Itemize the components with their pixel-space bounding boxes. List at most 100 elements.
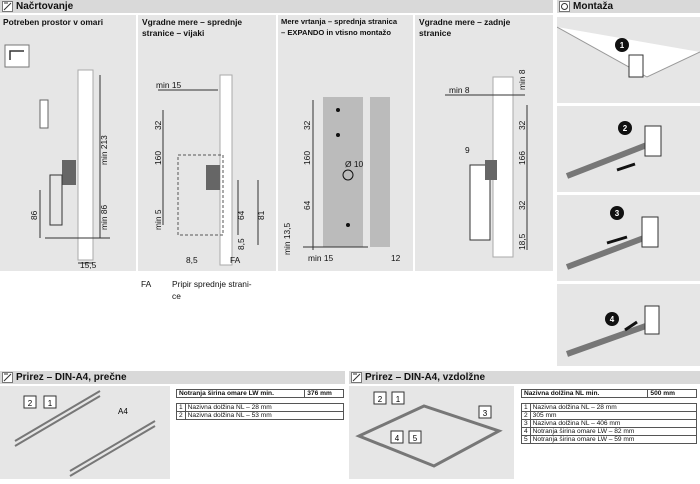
dim-min-15: min 15	[156, 80, 181, 90]
dim-back-166: 166	[517, 151, 527, 165]
step-2-badge: 2	[623, 124, 628, 133]
dim-back-32b: 32	[517, 200, 527, 210]
panel-drill: Mere vrtanja – sprednja stranica – EXPAN…	[278, 15, 413, 271]
step-2-drawing: 2	[565, 121, 662, 179]
panel-front-screws-title-1: Vgradne mere – sprednje	[142, 17, 243, 27]
mounting-header: Montaža	[557, 0, 700, 13]
dim-drill-min-13-5: min 13,5	[282, 223, 292, 255]
mounting-step-1: 1	[556, 17, 700, 103]
cut-long-header: Prirez – DIN-A4, vzdolžne	[349, 371, 700, 384]
dim-drill-min-15: min 15	[308, 253, 333, 263]
dim-drill-64: 64	[302, 200, 312, 210]
cut-cross-label-2: 2	[28, 399, 33, 408]
drill-drawing: 32 160 64 Ø 10 min 13,5 min 15 12	[282, 97, 401, 263]
cut-cross-row-2-text: Nazivna dolžina NL – 53 mm	[184, 411, 345, 420]
dim-8-5-v: 8,5	[236, 238, 246, 250]
dim-back-min-8-h: min 8	[449, 85, 470, 95]
step-4-badge: 4	[610, 315, 615, 324]
cut-cross-drawing: 2 1 A4	[14, 390, 156, 477]
panel-back: Vgradne mere – zadnje stranice min 8 min…	[415, 15, 553, 271]
cut-cross-label-1: 1	[48, 399, 53, 408]
panel-space: Potreben prostor v omari min 213 min 86 …	[0, 15, 136, 271]
dim-back-32a: 32	[517, 120, 527, 130]
space-drawing: min 213 min 86 86 15,5	[4, 44, 110, 270]
cut-cross-icon	[2, 372, 13, 383]
mounting-icon	[559, 1, 570, 12]
cut-long-label-5: 5	[413, 434, 418, 443]
panel-front-screws-title-2: stranice – vijaki	[142, 28, 205, 38]
dim-fa: FA	[230, 255, 241, 265]
cut-cross-row-1-n: 1	[176, 403, 186, 412]
cut-cross-header: Prirez – DIN-A4, prečne	[0, 371, 345, 384]
cut-long-row-1-n: 1	[521, 403, 531, 412]
panel-front-screws: Vgradne mere – sprednje stranice – vijak…	[138, 15, 276, 271]
cut-cross-title: Prirez – DIN-A4, prečne	[16, 372, 127, 383]
panel-drill-title-2: – EXPANDO in vtisno montažo	[281, 28, 391, 37]
cut-cross-drawing-panel: 2 1 A4	[0, 386, 170, 479]
dim-15-5: 15,5	[80, 260, 97, 270]
cut-long-label-4: 4	[395, 434, 400, 443]
cut-long-drawing-panel: 2 1 3 4 5	[349, 386, 514, 479]
front-screws-drawing: min 15 32 160 min 5 64 81 8,5 8,5 FA	[153, 74, 266, 266]
mounting-step-2: 2	[557, 106, 700, 192]
mounting-step-4: 4	[557, 284, 700, 366]
cut-long-table: Nazivna dolžina NL min. 500 mm 1 Nazivna…	[520, 389, 698, 444]
planning-header: Načrtovanje	[0, 0, 553, 13]
fa-abbr: FA	[141, 279, 152, 289]
mounting-title: Montaža	[573, 1, 613, 12]
dim-min-86: min 86	[99, 205, 109, 230]
step-3-drawing: 3	[565, 206, 659, 270]
back-drawing: min 8 min 8 32 166 9 32 18,5	[445, 69, 528, 258]
dim-back-min-8-v: min 8	[517, 69, 527, 90]
dim-min-5: min 5	[153, 209, 163, 230]
dim-32: 32	[153, 120, 163, 130]
cut-long-label-2: 2	[378, 395, 383, 404]
dim-8-5-h: 8,5	[186, 255, 198, 265]
cut-long-row-5-n: 5	[521, 435, 531, 444]
dim-160: 160	[153, 151, 163, 165]
fa-text-2: ce	[172, 291, 181, 301]
step-3-badge: 3	[615, 209, 620, 218]
panel-back-title-1: Vgradne mere – zadnje	[419, 17, 511, 27]
fa-text-1: Pripir sprednje strani-	[172, 279, 252, 289]
cut-long-icon	[351, 372, 362, 383]
cut-long-row-4-text: Notranja širina omare LW – 82 mm	[529, 427, 698, 436]
cut-long-label-3: 3	[483, 409, 488, 418]
cut-long-drawing: 2 1 3 4 5	[355, 391, 503, 468]
mounting-step-3: 3	[557, 195, 700, 281]
step-1-badge: 1	[620, 41, 625, 50]
cut-long-row-3-text: Nazivna dolžina NL – 406 mm	[529, 419, 698, 428]
cut-cross-row-2-n: 2	[176, 411, 186, 420]
dim-back-9: 9	[465, 145, 470, 155]
cut-long-header-cell: Nazivna dolžina NL min.	[520, 389, 649, 398]
dim-back-18-5: 18,5	[517, 233, 527, 250]
cut-long-row-4-n: 4	[521, 427, 531, 436]
dim-drill-32: 32	[302, 120, 312, 130]
dim-min-213: min 213	[99, 135, 109, 165]
dim-drill-160: 160	[302, 151, 312, 165]
panel-space-title: Potreben prostor v omari	[3, 17, 104, 27]
panel-back-title-2: stranice	[419, 28, 452, 38]
cut-long-row-2-text: 305 mm	[529, 411, 698, 420]
cut-long-label-1: 1	[396, 395, 401, 404]
cut-long-row-5-text: Notranja širina omare LW – 59 mm	[529, 435, 698, 444]
dim-drill-d10: Ø 10	[345, 159, 363, 169]
cut-cross-header-cell: Notranja širina omare LW min.	[175, 389, 306, 398]
cut-cross-table: Notranja širina omare LW min. 376 mm 1 N…	[175, 389, 345, 420]
dim-drill-12: 12	[391, 253, 401, 263]
cut-long-row-1-text: Nazivna dolžina NL – 28 mm	[529, 403, 698, 412]
cut-long-title: Prirez – DIN-A4, vzdolžne	[365, 372, 486, 383]
planning-icon	[2, 1, 13, 12]
cut-cross-header-value: 376 mm	[304, 389, 344, 398]
cut-cross-row-1-text: Nazivna dolžina NL – 28 mm	[184, 403, 345, 412]
dim-86: 86	[29, 210, 39, 220]
cut-long-header-value: 500 mm	[647, 389, 697, 398]
cut-cross-label-a4: A4	[118, 407, 128, 416]
step-1-drawing: 1	[556, 26, 700, 78]
dim-64: 64	[236, 210, 246, 220]
cut-long-row-3-n: 3	[521, 419, 531, 428]
panel-drill-title-1: Mere vrtanja – sprednja stranica	[281, 17, 398, 26]
cut-long-row-2-n: 2	[521, 411, 531, 420]
planning-title: Načrtovanje	[16, 1, 74, 12]
step-4-drawing: 4	[565, 305, 660, 357]
